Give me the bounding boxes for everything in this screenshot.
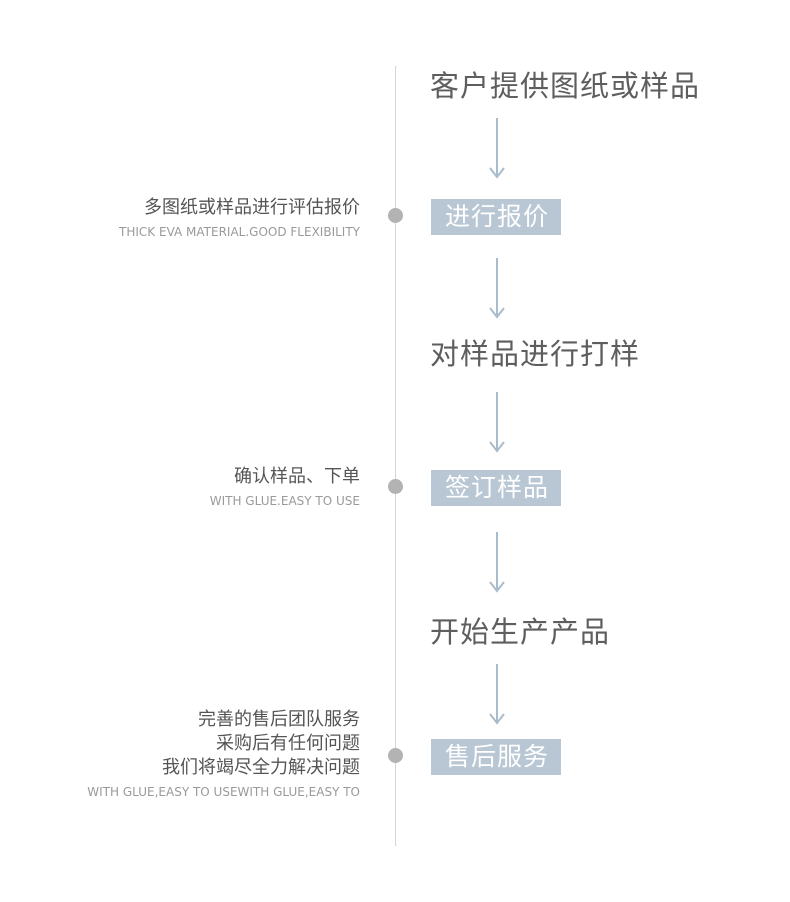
note-cn-line: 采购后有任何问题 [216, 733, 360, 754]
step-quote-box: 进行报价 [431, 199, 562, 235]
down-arrow-icon [488, 258, 506, 320]
down-arrow-icon [488, 532, 506, 594]
down-arrow-icon [488, 664, 506, 726]
note-en-text: WITH GLUE,EASY TO USEWITH GLUE,EASY TO [87, 785, 360, 799]
note-cn-text: 多图纸或样品进行评估报价 [144, 197, 360, 218]
note-cn-line: 我们将竭尽全力解决问题 [162, 757, 360, 778]
note-evaluate-quote: 多图纸或样品进行评估报价 THICK EVA MATERIAL.GOOD FLE… [119, 196, 360, 240]
step-customer-provides-drawings: 客户提供图纸或样品 [430, 69, 701, 103]
note-after-sales: 完善的售后团队服务 采购后有任何问题 我们将竭尽全力解决问题 WITH GLUE… [87, 708, 360, 800]
note-en-text: WITH GLUE.EASY TO USE [209, 494, 360, 508]
note-en-text: THICK EVA MATERIAL.GOOD FLEXIBILITY [119, 225, 360, 239]
timeline-dot [388, 208, 403, 223]
step-start-production: 开始生产产品 [430, 615, 611, 649]
timeline-dot [388, 748, 403, 763]
note-cn-text: 确认样品、下单 [234, 466, 360, 487]
down-arrow-icon [488, 392, 506, 454]
step-after-sales-box: 售后服务 [431, 739, 562, 775]
step-sign-sample-box: 签订样品 [431, 470, 562, 506]
down-arrow-icon [488, 118, 506, 180]
timeline-dot [388, 479, 403, 494]
note-confirm-order: 确认样品、下单 WITH GLUE.EASY TO USE [210, 465, 360, 509]
note-cn-line: 完善的售后团队服务 [198, 709, 360, 730]
step-sample-proofing: 对样品进行打样 [430, 337, 641, 371]
timeline-line [395, 66, 396, 846]
